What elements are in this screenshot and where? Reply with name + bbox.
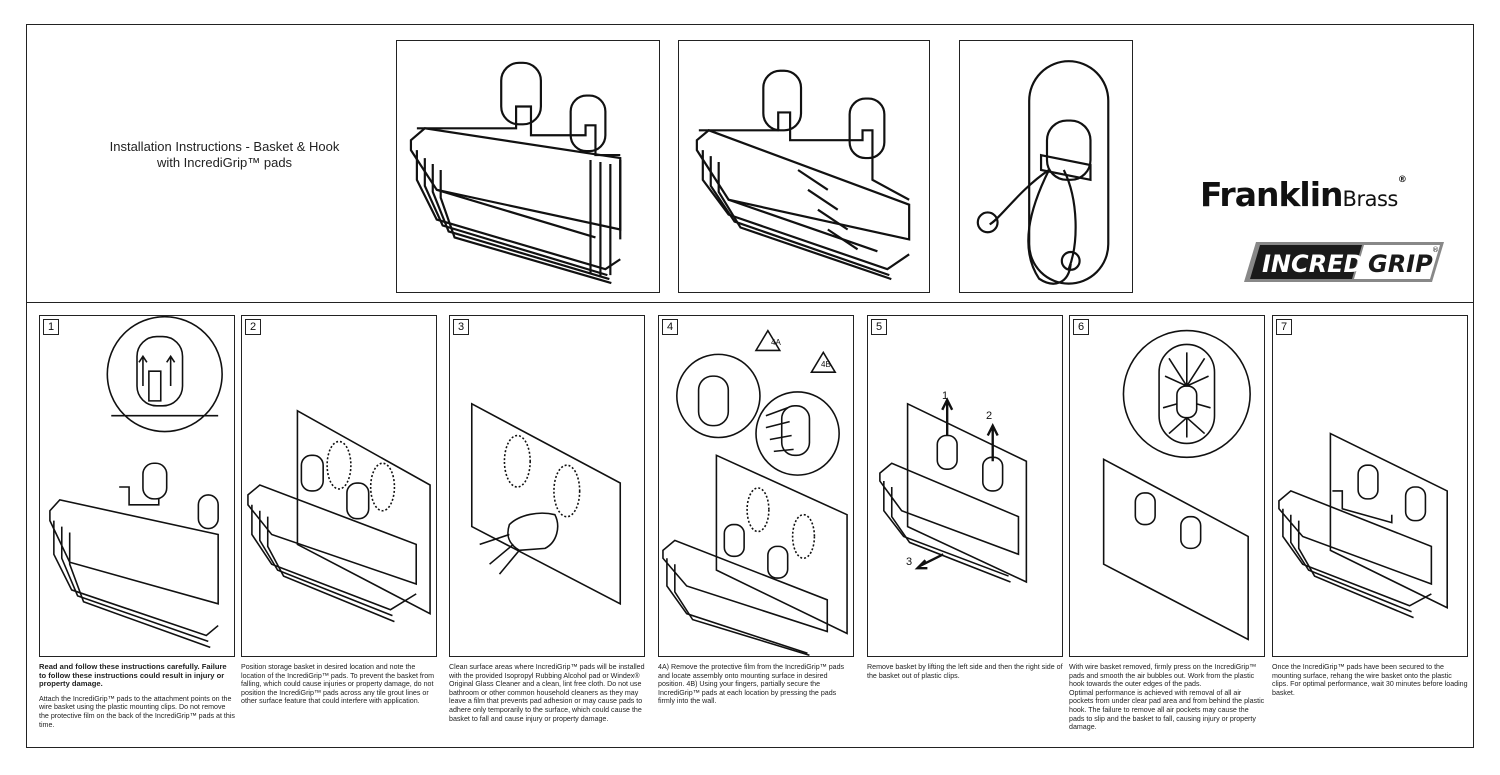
step-7-text: Once the IncrediGrip™ pads have been sec… xyxy=(1272,663,1468,703)
step-4-illustration xyxy=(662,329,848,656)
logo-text-incredi: INCREDI xyxy=(1262,250,1372,278)
step-2-number: 2 xyxy=(245,319,261,335)
instruction-sheet: Installation Instructions - Basket & Hoo… xyxy=(26,24,1474,748)
step-6-paragraph-2: Optimal performance is achieved with rem… xyxy=(1069,688,1265,732)
basket-illustration xyxy=(409,61,622,285)
brand-name-light: Brass xyxy=(1342,187,1399,211)
brand-registered-mark: ® xyxy=(1397,175,1407,185)
step-7-illustration xyxy=(1278,432,1448,619)
step-5-arrow-3-label: 3 xyxy=(906,556,913,568)
title-line-1: Installation Instructions - Basket & Hoo… xyxy=(109,139,340,154)
step-5-text: Remove basket by lifting the left side a… xyxy=(867,663,1063,686)
section-divider xyxy=(27,302,1473,303)
logo-text-grip: GRIP xyxy=(1368,250,1433,278)
step-6-paragraph-1: With wire basket removed, firmly press o… xyxy=(1069,663,1257,689)
step-1-paragraph: Attach the IncrediGrip™ pads to the atta… xyxy=(39,694,235,729)
step-2-paragraph: Position storage basket in desired locat… xyxy=(241,663,435,706)
logo-tm: ® xyxy=(1432,246,1439,254)
step-5-number: 5 xyxy=(871,319,887,335)
product-image-hook xyxy=(959,40,1133,293)
step-5-arrow-1-label: 1 xyxy=(942,390,949,402)
step-4-text: 4A) Remove the protective film from the … xyxy=(658,663,854,712)
step-3-number: 3 xyxy=(453,319,469,335)
step-4-paragraph: 4A) Remove the protective film from the … xyxy=(658,663,845,706)
step-3-panel: 3 xyxy=(449,315,645,657)
callout-4b-label: 4B xyxy=(821,360,831,369)
callout-4a-label: 4A xyxy=(771,338,781,347)
title-line-2: with IncrediGrip™ pads xyxy=(156,155,293,170)
step-6-number: 6 xyxy=(1073,319,1089,335)
step-5-paragraph: Remove basket by lifting the left side a… xyxy=(867,663,1063,680)
product-image-basket-front xyxy=(396,40,660,293)
step-1-warning: Read and follow these instructions caref… xyxy=(39,662,227,689)
step-3-illustration xyxy=(470,402,622,606)
brand-name-bold: Franklin xyxy=(1200,175,1344,214)
step-1-panel: 1 xyxy=(39,315,235,657)
step-6-text: With wire basket removed, firmly press o… xyxy=(1069,663,1265,738)
brand-block: FranklinBrass ® INCREDI GRIP ® xyxy=(1200,175,1460,315)
step-1-illustration xyxy=(49,316,223,649)
step-5-illustration xyxy=(879,397,1028,584)
page-title: Installation Instructions - Basket & Hoo… xyxy=(77,139,372,171)
step-6-panel: 6 xyxy=(1069,315,1265,657)
step-7-panel: 7 xyxy=(1272,315,1468,657)
step-3-paragraph: Clean surface areas where IncrediGrip™ p… xyxy=(449,663,645,723)
step-7-number: 7 xyxy=(1276,319,1292,335)
step-1-number: 1 xyxy=(43,319,59,335)
step-5-panel: 5 1 2 3 xyxy=(867,315,1063,657)
brand-wordmark: FranklinBrass ® xyxy=(1200,175,1407,214)
step-4-panel: 4 4A 4B xyxy=(658,315,854,657)
incredigrip-logo: INCREDI GRIP ® xyxy=(1244,242,1444,282)
step-2-text: Position storage basket in desired locat… xyxy=(241,663,437,712)
product-image-basket-angle xyxy=(678,40,930,293)
step-4-number: 4 xyxy=(662,319,678,335)
hook-illustration xyxy=(976,60,1110,285)
step-7-paragraph: Once the IncrediGrip™ pads have been sec… xyxy=(1272,663,1468,697)
step-5-arrow-2-label: 2 xyxy=(986,410,993,422)
step-3-text: Clean surface areas where IncrediGrip™ p… xyxy=(449,663,645,729)
step-2-illustration xyxy=(247,409,431,623)
step-2-panel: 2 xyxy=(241,315,437,657)
basket-angle-illustration xyxy=(695,69,911,281)
step-1-text: Read and follow these instructions caref… xyxy=(39,662,235,735)
step-6-illustration xyxy=(1102,329,1251,641)
